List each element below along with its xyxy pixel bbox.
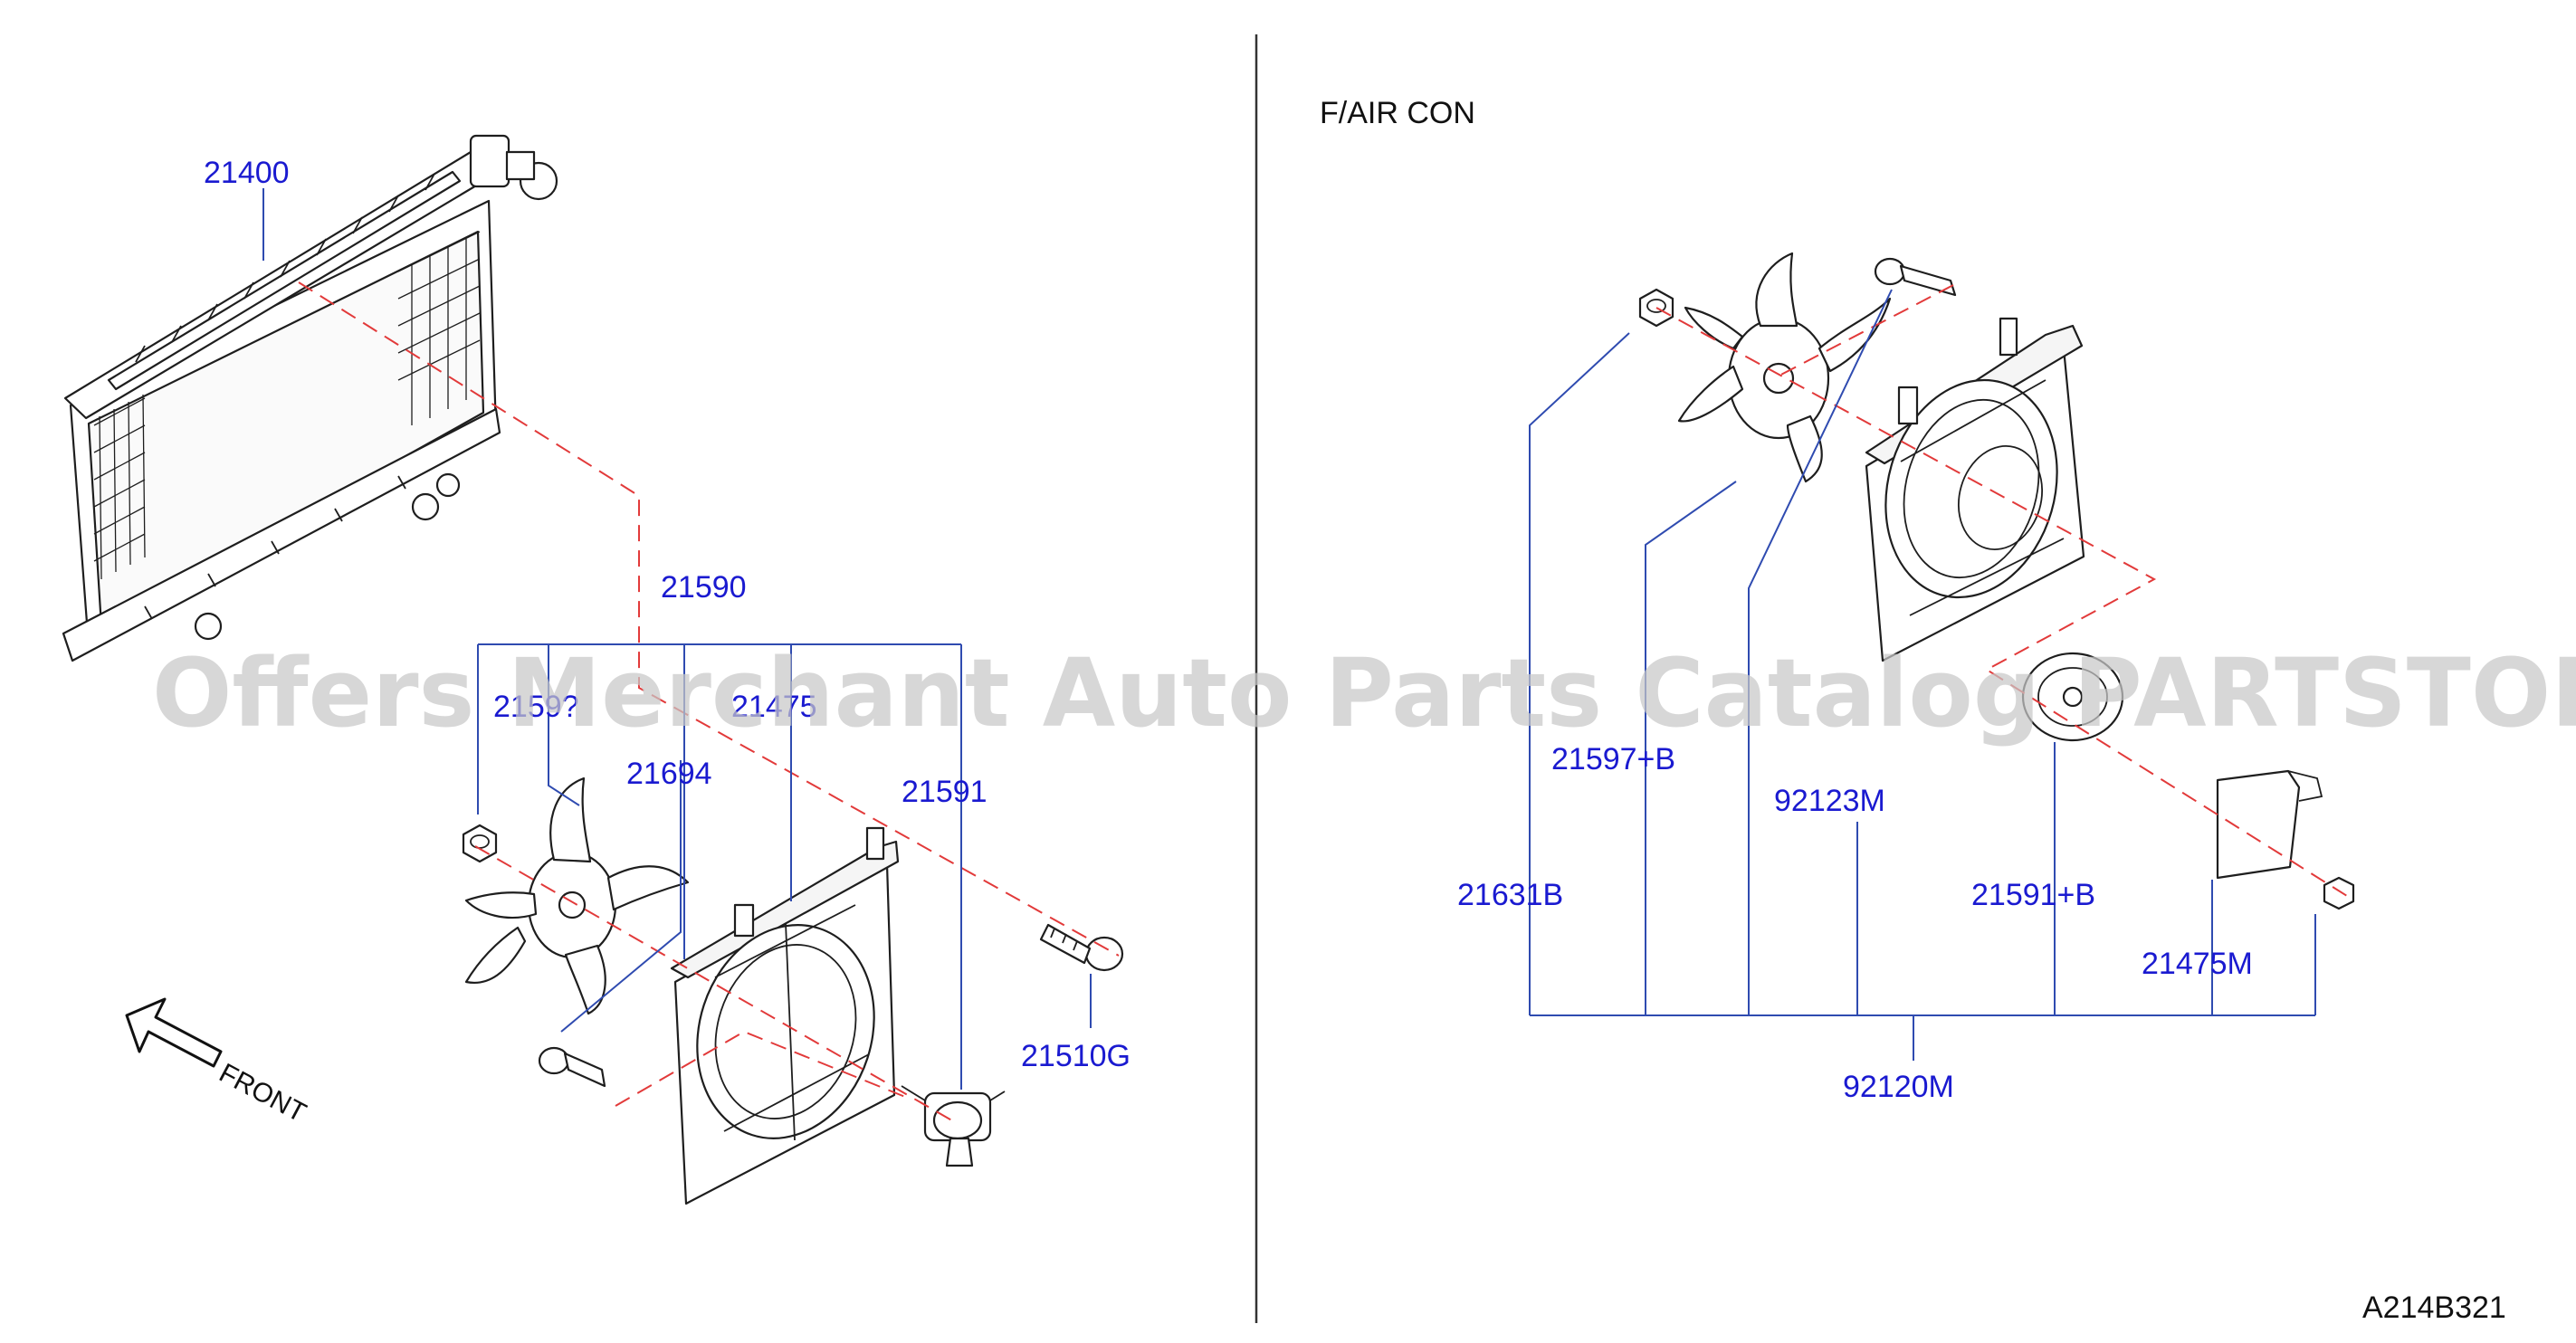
ac-fan-motor-illustration (2021, 652, 2124, 742)
label-ac-fan[interactable]: 21597+B (1551, 742, 1675, 776)
label-ac-nut[interactable]: 21631B (1457, 878, 1563, 912)
fan-shroud-illustration (670, 826, 900, 1205)
right-leaders (1529, 289, 2316, 1061)
left-leaders (262, 188, 1092, 1090)
label-bolt[interactable]: 21510G (1021, 1039, 1131, 1073)
label-fan-partial-2[interactable]: 21475 (731, 690, 817, 724)
label-ac-bracket[interactable]: 21475M (2142, 947, 2253, 981)
label-motor[interactable]: 21591 (902, 775, 987, 809)
label-ac-bolt[interactable]: 92123M (1774, 784, 1885, 818)
label-fan-assembly[interactable]: 21590 (661, 570, 747, 605)
watermark: Offers Merchant Auto Parts Catalog PARTS… (152, 638, 2576, 748)
fan-motor-illustration (901, 1085, 1006, 1167)
front-arrow-icon (125, 997, 223, 1068)
bolt-illustration (1039, 923, 1124, 972)
alignment-lines (298, 281, 2348, 1123)
label-shroud[interactable]: 21694 (626, 757, 712, 791)
ac-fan-blade-illustration (1677, 252, 1892, 483)
front-label: FRONT (215, 1058, 311, 1129)
screw-illustration (538, 1046, 606, 1088)
ac-bracket-illustration (2216, 769, 2323, 880)
fan-blade-illustration (464, 776, 690, 1015)
diagram-code: A214B321 (2362, 1291, 2506, 1325)
nut-illustration (462, 824, 498, 863)
ac-bolt-illustration (1874, 257, 1957, 297)
label-ac-assembly[interactable]: 92120M (1843, 1070, 1954, 1104)
label-ac-motor[interactable]: 21591+B (1971, 878, 2095, 912)
label-radiator[interactable]: 21400 (204, 156, 290, 190)
ac-fan-shroud-illustration (1865, 317, 2085, 662)
label-fan-partial-1[interactable]: 2159? (493, 690, 579, 724)
ac-nut-small-illustration (2323, 876, 2355, 910)
radiator-illustration (62, 134, 558, 662)
variant-header: F/AIR CON (1320, 96, 1475, 130)
